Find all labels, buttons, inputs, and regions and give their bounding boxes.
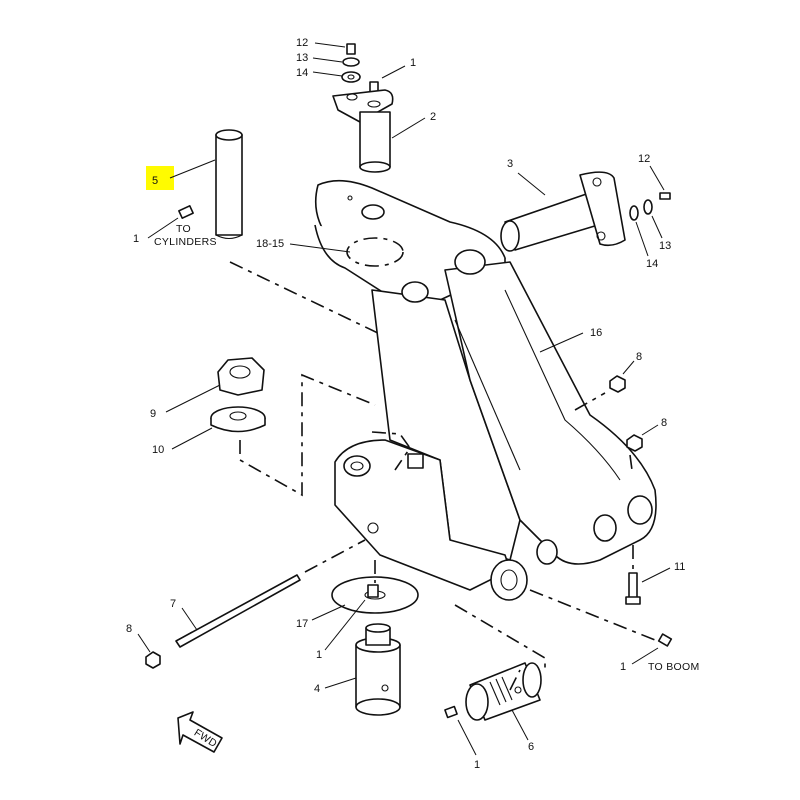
- grease-fitting-to-cylinders: 1 TO CYLINDERS: [133, 205, 217, 248]
- grease-fitting-to-boom: 1 TO BOOM: [620, 633, 700, 673]
- callout-16: 16: [590, 327, 602, 339]
- callout-18-15: 18-15: [256, 238, 284, 250]
- bolt-part-11: 11: [625, 561, 685, 605]
- pin-part-4: 4: [314, 623, 401, 716]
- highlight-callout-5[interactable]: 5: [146, 159, 216, 190]
- callout-2: 2: [430, 111, 436, 123]
- callout-6: 6: [528, 741, 534, 753]
- rod-part-7: 7: [170, 574, 301, 648]
- callout-11: 11: [674, 561, 685, 573]
- callout-1-mid: 1: [316, 649, 322, 661]
- nut-part-8-lower: 8: [626, 417, 667, 452]
- callout-8-left: 8: [126, 623, 132, 635]
- top-pin-assembly: 12 13 14 1 2: [296, 37, 436, 173]
- pin-part-5: [215, 129, 243, 240]
- nut-part-8-left: 8: [126, 623, 161, 669]
- nut-part-9: 9: [150, 357, 265, 420]
- pin-part-6: 6: [465, 662, 542, 753]
- callout-14-top: 14: [296, 67, 308, 79]
- callout-7: 7: [170, 598, 176, 610]
- callout-8-a: 8: [636, 351, 642, 363]
- grease-fitting-bottom: 1: [444, 705, 480, 771]
- callout-8-b: 8: [661, 417, 667, 429]
- note-to-boom: TO BOOM: [648, 661, 700, 673]
- callout-3: 3: [507, 158, 513, 170]
- callout-10: 10: [152, 444, 164, 456]
- callout-17: 17: [296, 618, 308, 630]
- forward-arrow-icon: FWD: [177, 711, 223, 753]
- callout-5: 5: [152, 175, 158, 187]
- callout-13-top: 13: [296, 52, 308, 64]
- callout-1-left: 1: [133, 233, 139, 245]
- callout-13-right: 13: [659, 240, 671, 252]
- washer-part-10: 10: [152, 406, 266, 456]
- callout-1-bottom: 1: [474, 759, 480, 771]
- callout-12-right: 12: [638, 153, 650, 165]
- hidden-bushing-18-15: 18-15: [256, 237, 404, 267]
- callout-1-top: 1: [410, 57, 416, 69]
- callout-4: 4: [314, 683, 320, 695]
- callout-12-top: 12: [296, 37, 308, 49]
- callout-9: 9: [150, 408, 156, 420]
- callout-14-right: 14: [646, 258, 658, 270]
- disc-part-17: 17 1: [296, 576, 419, 661]
- bracket-part-16: 16: [314, 179, 657, 565]
- note-to-cylinders-1: TO: [176, 223, 191, 235]
- callout-1-boom: 1: [620, 661, 626, 673]
- pin-part-3: 3 12 13 14: [500, 153, 671, 270]
- note-to-cylinders-2: CYLINDERS: [154, 236, 217, 248]
- lower-base: [334, 431, 528, 601]
- nut-part-8-upper: 8: [609, 351, 642, 393]
